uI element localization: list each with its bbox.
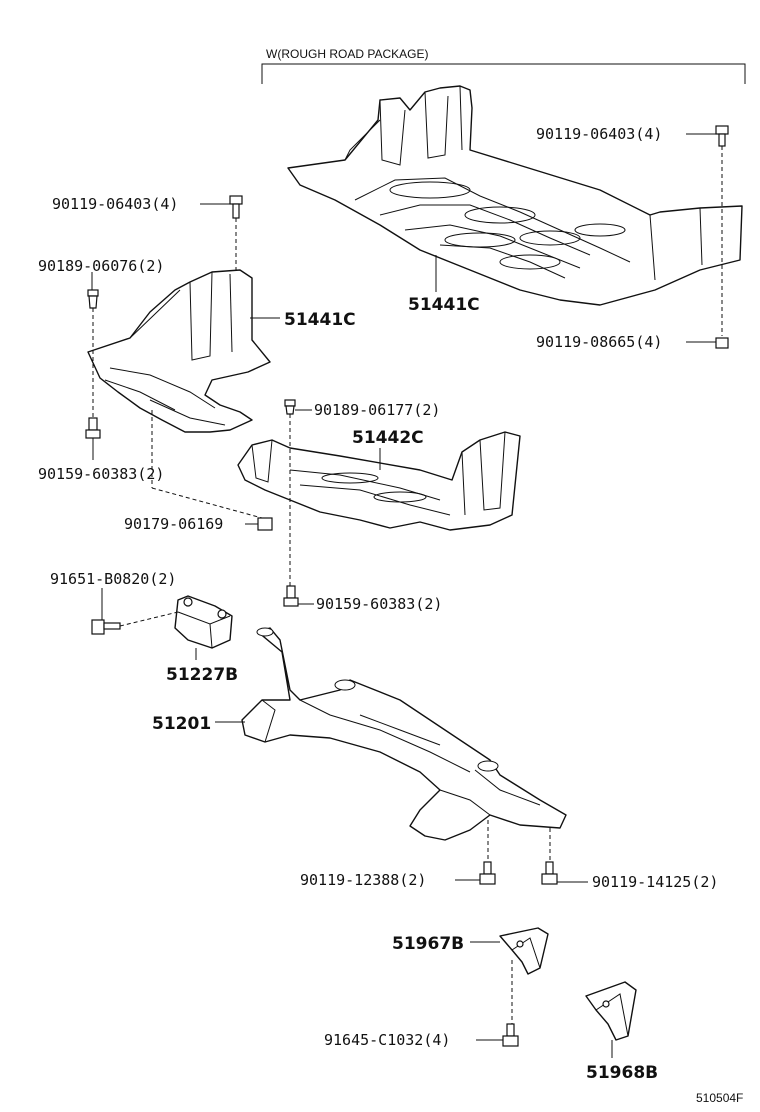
bolt-90119-14125	[541, 861, 558, 885]
label-90159-60383-left: 90159-60383(2)	[38, 465, 164, 483]
label-51442c: 51442C	[352, 428, 424, 448]
bracket-51968b	[585, 981, 637, 1041]
engine-under-cover-center	[237, 431, 521, 531]
bolt-90119-06403-right	[715, 125, 729, 147]
leader-lines	[91, 133, 716, 1058]
part-labels: 90119-06403(4) 90119-06403(4) 90189-0607…	[38, 125, 718, 1083]
bolt-91651-b0820	[91, 619, 121, 635]
label-90189-06076: 90189-06076(2)	[38, 257, 164, 275]
label-90119-08665: 90119-08665(4)	[536, 333, 662, 351]
bolt-90119-12388	[479, 861, 496, 885]
bolt-91645-c1032	[502, 1023, 519, 1047]
figure-code: 510504F	[696, 1091, 743, 1105]
nut-90179-06169	[257, 517, 273, 531]
label-90159-60383-center: 90159-60383(2)	[316, 595, 442, 613]
assembly-dashed-lines	[92, 146, 723, 1024]
label-51968b: 51968B	[586, 1063, 658, 1083]
label-51441c-main: 51441C	[408, 295, 480, 315]
label-90189-06177: 90189-06177(2)	[314, 401, 440, 419]
label-51967b: 51967B	[392, 934, 464, 954]
label-51441c-left: 51441C	[284, 310, 356, 330]
clip-90189-06177	[284, 399, 296, 415]
bolt-90119-06403-left	[229, 195, 243, 219]
engine-under-cover-large	[287, 85, 743, 306]
bracket-51967b	[499, 927, 549, 975]
label-90179-06169: 90179-06169	[124, 515, 223, 533]
label-90119-06403-left: 90119-06403(4)	[52, 195, 178, 213]
bolt-90119-08665	[715, 337, 729, 349]
label-90119-06403-right: 90119-06403(4)	[536, 125, 662, 143]
label-91645-c1032: 91645-C1032(4)	[324, 1031, 450, 1049]
clip-90189-06076	[87, 289, 99, 309]
rough-road-package-bracket: W(ROUGH ROAD PACKAGE)	[261, 47, 746, 84]
engine-under-cover-left	[87, 269, 271, 433]
bolt-90159-60383-left	[85, 417, 101, 439]
bolt-90159-60383-center	[283, 585, 299, 607]
label-51227b: 51227B	[166, 665, 238, 685]
label-51201: 51201	[152, 714, 211, 734]
label-91651-b0820: 91651-B0820(2)	[50, 570, 176, 588]
label-90119-14125: 90119-14125(2)	[592, 873, 718, 891]
bracket-51227b	[174, 595, 233, 649]
label-90119-12388: 90119-12388(2)	[300, 871, 426, 889]
variant-note: W(ROUGH ROAD PACKAGE)	[266, 47, 428, 61]
front-crossmember	[241, 627, 567, 841]
